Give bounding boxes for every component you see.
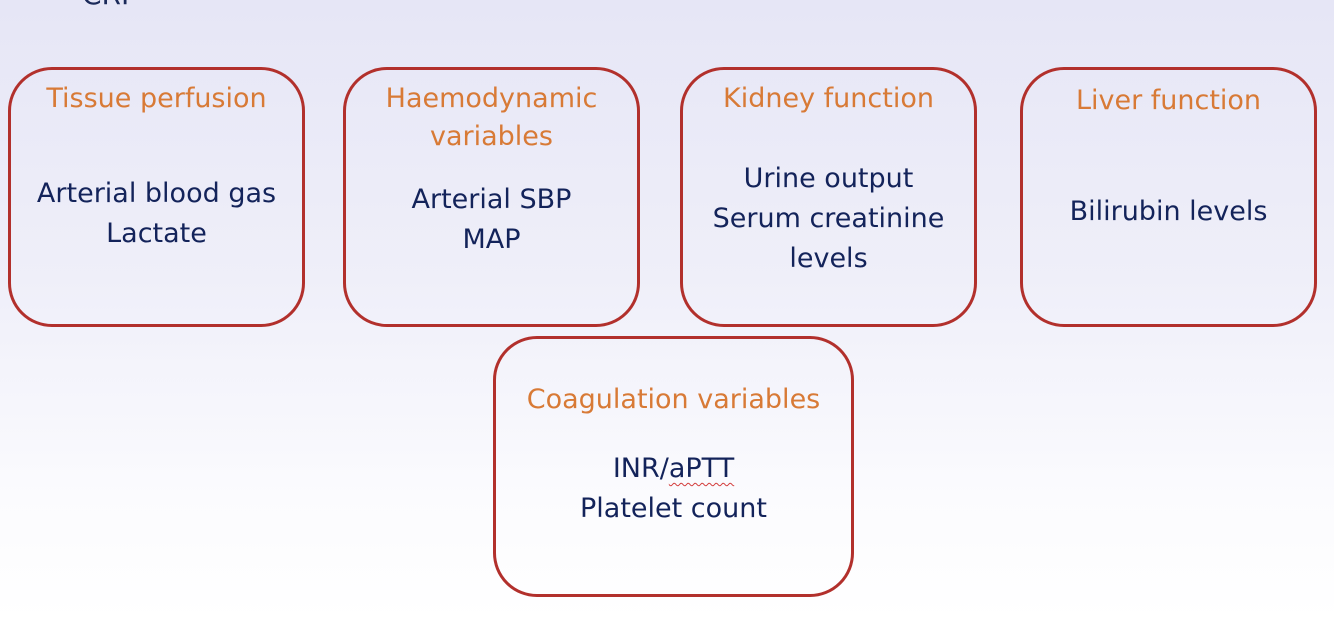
box-body-line: Bilirubin levels (1069, 196, 1268, 227)
box-title-line: Kidney function (723, 83, 934, 114)
box-body: Arterial SBP MAP (346, 180, 637, 260)
box-body-line: Arterial blood gas (36, 178, 277, 209)
box-body: Urine output Serum creatinine levels (683, 159, 974, 279)
box-body-line: Platelet count (580, 493, 767, 524)
coagulation-variables-box: Coagulation variables INR/aPTT Platelet … (493, 336, 854, 597)
tissue-perfusion-box: Tissue perfusion Arterial blood gas Lact… (8, 67, 305, 327)
box-title-line: Tissue perfusion (46, 83, 267, 114)
box-title: Coagulation variables (496, 381, 851, 419)
box-body: Arterial blood gas Lactate (11, 174, 302, 254)
box-body-line: Lactate (106, 218, 207, 249)
box-body-line: INR/aPTT (496, 449, 851, 489)
box-title: Kidney function (683, 80, 974, 118)
box-title-line: variables (430, 121, 553, 152)
box-body: Bilirubin levels (1023, 192, 1314, 232)
box-body-line: Urine output (743, 163, 914, 194)
box-title: Liver function (1023, 82, 1314, 120)
box-body-line: MAP (462, 224, 521, 255)
box-title: Haemodynamic variables (346, 80, 637, 156)
box-body-line: Serum creatinine (712, 203, 945, 234)
box-title-line: Liver function (1075, 85, 1262, 116)
box-title: Tissue perfusion (11, 80, 302, 118)
box-title-line: Haemodynamic (385, 83, 598, 114)
box-body-line: Arterial SBP (411, 184, 572, 215)
box-body: INR/aPTT Platelet count (496, 449, 851, 529)
box-body-line: levels (789, 243, 868, 274)
kidney-function-box: Kidney function Urine output Serum creat… (680, 67, 977, 327)
liver-function-box: Liver function Bilirubin levels (1020, 67, 1317, 327)
haemodynamic-variables-box: Haemodynamic variables Arterial SBP MAP (343, 67, 640, 327)
spellcheck-underlined-text: aPTT (668, 453, 735, 484)
partial-heading-text: CRP (82, 0, 138, 10)
inr-text: INR/ (612, 453, 669, 484)
box-title-line: Coagulation variables (526, 384, 821, 415)
